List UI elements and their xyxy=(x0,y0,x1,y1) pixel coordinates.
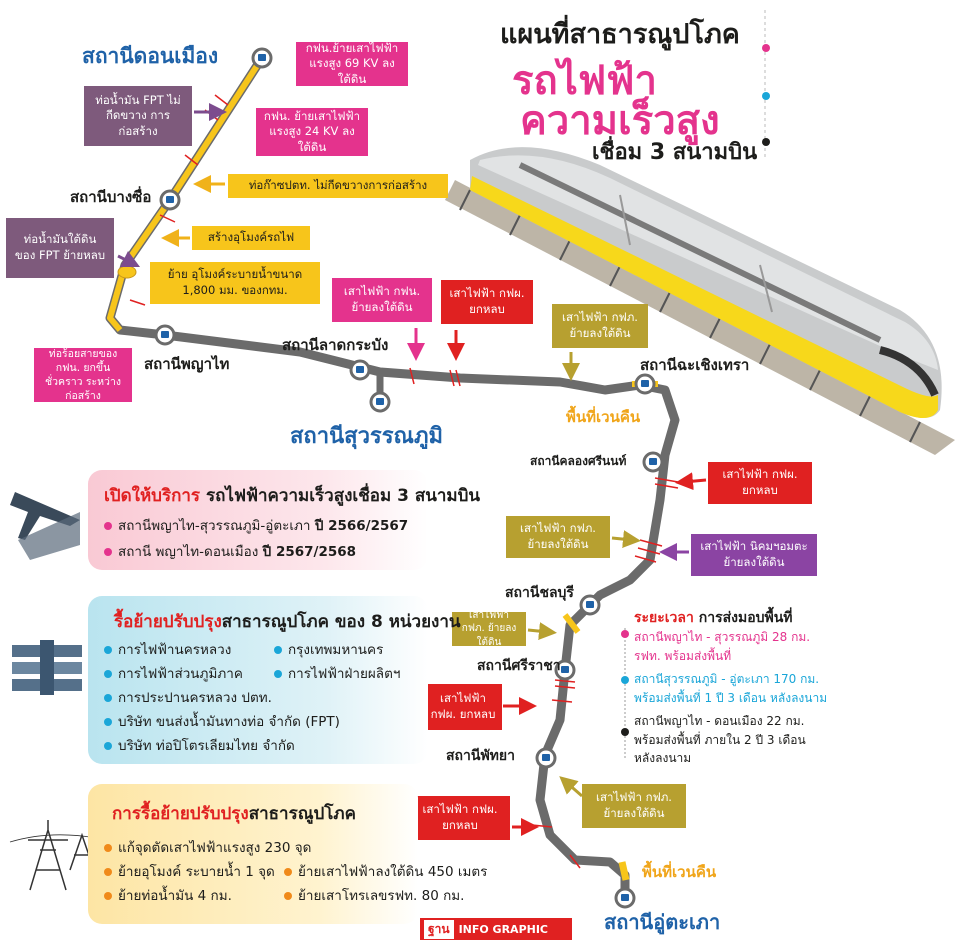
station-icons xyxy=(154,47,664,909)
bullet-icon xyxy=(104,844,112,852)
panel2-item-2: กรุงเทพมหานคร xyxy=(274,638,383,660)
title-line2: รถไฟฟ้า xyxy=(512,58,657,104)
bullet-icon xyxy=(274,670,282,678)
callout-c9: เสาไฟฟ้า กฟผ. ยกหลบ xyxy=(441,280,533,324)
bullet-icon xyxy=(284,892,292,900)
timeline-title-red: ระยะเวลา xyxy=(634,610,694,626)
panel-agencies: รื้อย้ายปรับปรุงสาธารณูปโภค ของ 8 หน่วยง… xyxy=(88,596,461,764)
panel2-item-7: บริษัท ท่อปิโตรเลียมไทย จำกัด xyxy=(104,734,295,756)
track-highlight-2 xyxy=(562,613,581,634)
drain-tunnel-marker xyxy=(117,265,137,279)
callout-c2: ท่อน้ำมัน FPT ไม่กีดขวาง การก่อสร้าง xyxy=(84,86,192,146)
expropriation-area-label-2: พื้นที่เวนคืน xyxy=(642,863,717,881)
timeline-line xyxy=(621,628,629,758)
callout-c17: เสาไฟฟ้า กฟผ. ยกหลบ xyxy=(410,796,510,840)
bullet-icon xyxy=(104,694,112,702)
bullet-icon xyxy=(104,892,112,900)
station-lat-krabang: สถานีลาดกระบัง xyxy=(282,336,389,354)
station-pattaya: สถานีพัทยา xyxy=(446,748,515,764)
callout-c16: เสาไฟฟ้า กฟผ. ยกหลบ xyxy=(424,684,502,730)
panel3-item-2: ย้ายอุโมงค์ ระบายน้ำ 1 จุด xyxy=(104,860,275,882)
panel3-item-4: ย้ายท่อน้ำมัน 4 กม. xyxy=(104,884,232,906)
bullet-icon xyxy=(104,548,112,556)
panel2-title-red: รื้อย้ายปรับปรุง xyxy=(114,612,222,632)
panel-relocation: การรื้อย้ายปรับปรุงสาธารณูปโภค แก้จุดตัด… xyxy=(88,784,487,924)
bullet-icon xyxy=(284,868,292,876)
panel3-title-black: สาธารณูปโภค xyxy=(248,804,356,824)
station-suvarnabhumi: สถานีสุวรรณภูมิ xyxy=(290,424,443,449)
callout-c11: ท่อร้อยสายของ กฟน. ยกขึ้นชั่วคราว ระหว่า… xyxy=(34,348,132,402)
pipes-icon xyxy=(12,640,82,695)
timeline-title: ระยะเวลา การส่งมอบพื้นที่ xyxy=(634,607,793,629)
station-bang-sue: สถานีบางซื่อ xyxy=(70,188,152,206)
panel2-title-black: สาธารณูปโภค ของ 8 หน่วยงาน xyxy=(221,612,461,632)
panel1-item-1-year: ปี 2566/2567 xyxy=(314,518,409,534)
station-u-tapao: สถานีอู่ตะเภา xyxy=(604,910,721,934)
callout-c7: ย้าย อุโมงค์ระบายน้ำขนาด 1,800 มม. ของกท… xyxy=(150,262,320,304)
callout-c10: เสาไฟฟ้า กฟภ. ย้ายลงใต้ดิน xyxy=(552,304,648,348)
station-phaya-thai: สถานีพญาไท xyxy=(144,355,230,373)
train-illustration xyxy=(445,147,955,455)
bullet-icon xyxy=(104,718,112,726)
station-khlong-si-nuan: สถานีคลองศรีนนท์ xyxy=(530,454,627,468)
panel3-item-1: แก้จุดตัดเสาไฟฟ้าแรงสูง 230 จุด xyxy=(104,836,311,858)
bullet-icon xyxy=(104,670,112,678)
panel3-item-3: ย้ายเสาไฟฟ้าลงใต้ดิน 450 เมตร xyxy=(284,860,487,882)
callout-c4: ท่อก๊าซปตท. ไม่กีดขวางการก่อสร้าง xyxy=(228,174,448,198)
station-sriracha: สถานีศรีราชา xyxy=(477,658,561,674)
legend-dot-black xyxy=(762,138,770,146)
station-don-mueang: สถานีดอนเมือง xyxy=(82,44,219,68)
panel1-title-black: รถไฟฟ้าความเร็วสูงเชื่อม 3 สนามบิน xyxy=(205,486,480,506)
panel2-item-5: การประปานครหลวง ปตท. xyxy=(104,686,272,708)
callout-c12: เสาไฟฟ้า กฟผ. ยกหลบ xyxy=(708,462,812,504)
logo-label: INFO GRAPHIC xyxy=(458,922,549,936)
bullet-icon xyxy=(104,742,112,750)
legend-dot-pink xyxy=(762,44,770,52)
title-line3: ความเร็วสูง xyxy=(520,98,720,144)
timeline-title-black: การส่งมอบพื้นที่ xyxy=(698,610,793,626)
legend-dot-blue xyxy=(762,92,770,100)
panel1-item-2: สถานี พญาไท-ดอนเมือง ปี 2567/2568 xyxy=(104,540,356,562)
panel-service-opening: เปิดให้บริการ รถไฟฟ้าความเร็วสูงเชื่อม 3… xyxy=(88,470,480,570)
callout-c5: ท่อน้ำมันใต้ดิน ของ FPT ย้ายหลบ xyxy=(6,218,114,278)
bullet-icon xyxy=(104,646,112,654)
logo-brand: ฐาน xyxy=(424,919,454,939)
callout-c1: กฟน.ย้ายเสาไฟฟ้าแรงสูง 69 KV ลงใต้ดิน xyxy=(296,41,408,86)
panel3-item-5: ย้ายเสาโทรเลขรฟท. 80 กม. xyxy=(284,884,464,906)
callout-c8: เสาไฟฟ้า กฟน. ย้ายลงใต้ดิน xyxy=(332,278,432,322)
bullet-icon xyxy=(104,868,112,876)
panel2-item-1: การไฟฟ้านครหลวง xyxy=(104,638,231,660)
callout-c18: เสาไฟฟ้า กฟภ. ย้ายลงใต้ดิน xyxy=(582,784,686,828)
callout-c14: เสาไฟฟ้า นิคมฯอมตะ ย้ายลงใต้ดิน xyxy=(691,534,817,576)
panel2-item-4: การไฟฟ้าฝ่ายผลิตฯ xyxy=(274,662,400,684)
publisher-logo: ฐาน INFO GRAPHIC xyxy=(420,918,572,940)
callout-arrows xyxy=(117,103,707,836)
panel2-item-3: การไฟฟ้าส่วนภูมิภาค xyxy=(104,662,243,684)
callout-c6: สร้างอุโมงค์รถไฟ xyxy=(192,226,310,250)
panel1-title-red: เปิดให้บริการ xyxy=(104,486,201,506)
station-chachoengsao: สถานีฉะเชิงเทรา xyxy=(640,356,750,374)
timeline-item-1: สถานีพญาไท - สุวรรณภูมิ 28 กม. รฟท. พร้อ… xyxy=(634,630,811,663)
timeline-item-2: สถานีสุวรรณภูมิ - อู่ตะเภา 170 กม. พร้อม… xyxy=(634,672,828,705)
callout-c15: เสาไฟฟ้า กฟภ. ย้ายลงใต้ดิน xyxy=(452,610,526,648)
panel1-item-1: สถานีพญาไท-สุวรรณภูมิ-อู่ตะเภา ปี 2566/2… xyxy=(104,514,408,536)
panel1-item-2-year: ปี 2567/2568 xyxy=(262,544,357,560)
panel3-title-red: การรื้อย้ายปรับปรุง xyxy=(112,804,249,824)
airplane-icon xyxy=(10,492,80,560)
panel2-item-6: บริษัท ขนส่งน้ำมันทางท่อ จำกัด (FPT) xyxy=(104,710,340,732)
rail-track xyxy=(105,55,680,900)
bullet-icon xyxy=(104,522,112,530)
callout-c13: เสาไฟฟ้า กฟภ. ย้ายลงใต้ดิน xyxy=(506,516,610,558)
station-chonburi: สถานีชลบุรี xyxy=(505,585,574,601)
timeline-item-3: สถานีพญาไท - ดอนเมือง 22 กม. พร้อมส่งพื้… xyxy=(634,714,806,766)
callout-c3: กฟน. ย้ายเสาไฟฟ้าแรงสูง 24 KV ลงใต้ดิน xyxy=(256,108,368,156)
bullet-icon xyxy=(274,646,282,654)
title-line1: แผนที่สาธารณูปโภค xyxy=(500,19,740,50)
title-line4: เชื่อม 3 สนามบิน xyxy=(592,140,758,165)
expropriation-area-label-1: พื้นที่เวนคืน xyxy=(566,408,641,426)
power-tower-icon xyxy=(9,820,97,891)
track-highlight-3 xyxy=(618,861,630,881)
